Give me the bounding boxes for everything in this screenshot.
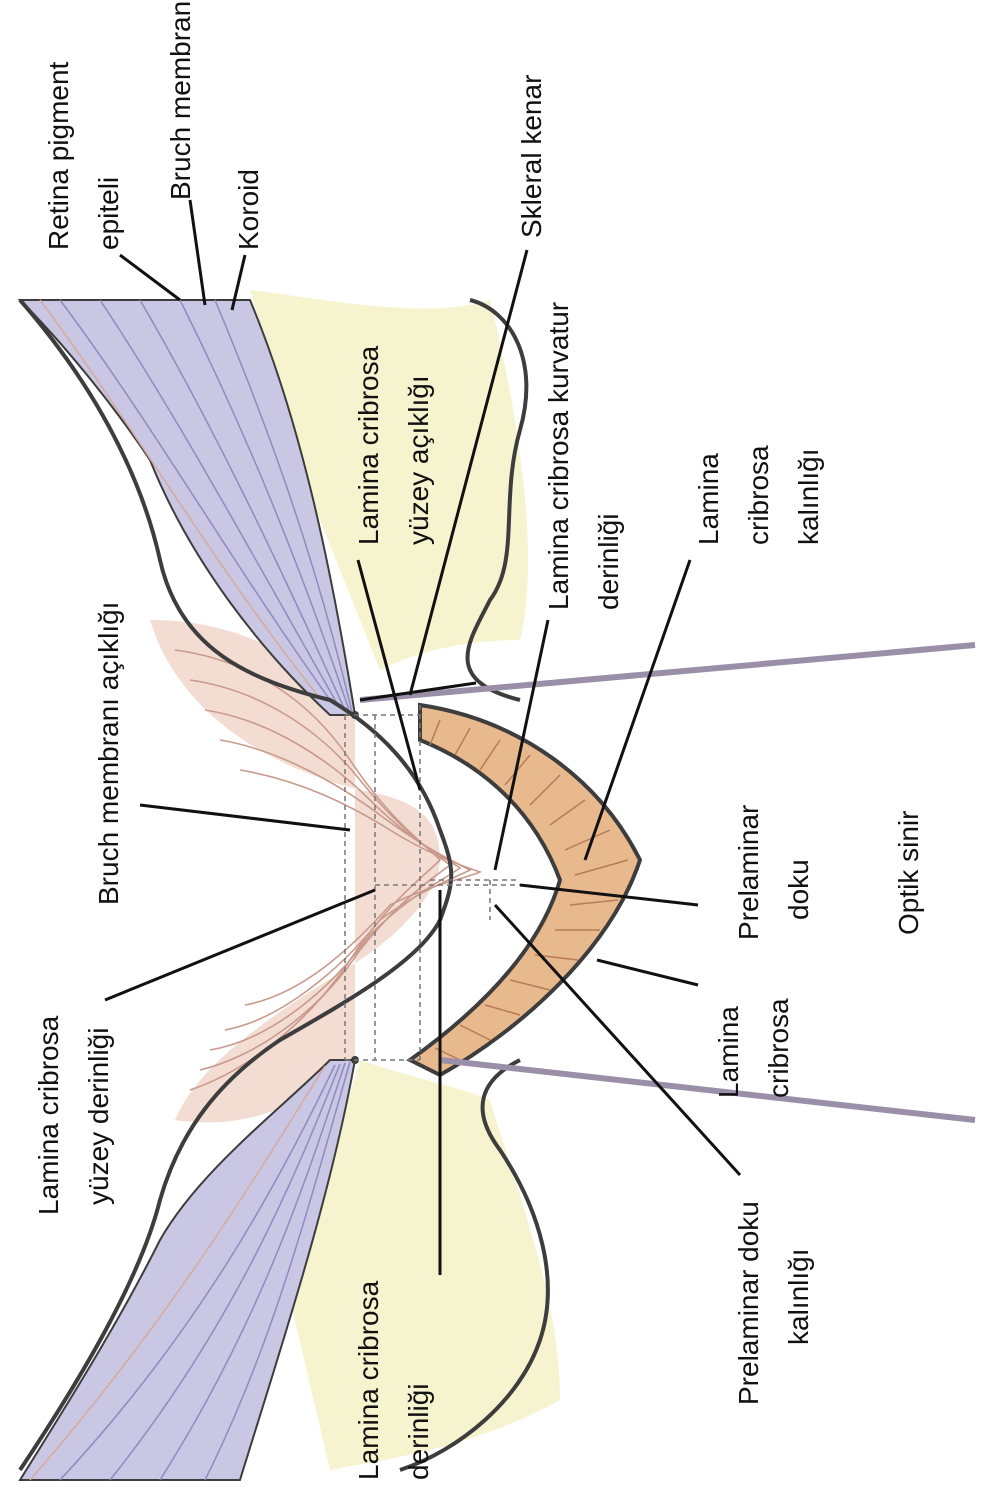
label-lc-kurvatur-2: derinliği xyxy=(593,514,624,611)
leader-lamina-cribrosa xyxy=(597,960,698,985)
label-retina-pigment-2: epiteli xyxy=(93,177,124,250)
label-lc-yuzey-acikligi-2: yüzey açıklığı xyxy=(403,375,434,545)
label-prelaminar-kalinlik-2: kalınlığı xyxy=(783,1249,814,1346)
leader-retina-pigment xyxy=(120,255,180,300)
label-lc-yuzey-derinligi-1: Lamina cribrosa xyxy=(33,1015,64,1215)
label-bruch-membrani: Bruch membranı xyxy=(165,0,196,200)
label-prelaminar-kalinlik-1: Prelaminar doku xyxy=(733,1201,764,1405)
label-lamina-cribrosa-2: cribrosa xyxy=(763,998,794,1098)
sheath-line-upper xyxy=(360,645,975,700)
label-lc-derinligi-1: Lamina cribrosa xyxy=(353,1280,384,1480)
label-skleral-kenar: Skleral kenar xyxy=(516,75,547,238)
label-lc-kalinligi-3: kalınlığı xyxy=(793,449,824,546)
label-retina-pigment-1: Retina pigment xyxy=(43,61,74,250)
label-lc-derinligi-2: derinliği xyxy=(403,1384,434,1481)
label-koroid: Koroid xyxy=(233,169,264,250)
label-prelaminar-doku-1: Prelaminar xyxy=(733,805,764,940)
leader-bruch-acikligi xyxy=(140,805,350,830)
leader-bruch-membrani xyxy=(190,200,205,305)
label-lc-yuzey-acikligi-1: Lamina cribrosa xyxy=(353,345,384,545)
label-bruch-acikligi: Bruch membranı açıklığı xyxy=(93,602,124,905)
label-lamina-cribrosa-1: Lamina xyxy=(713,1006,744,1098)
leader-prelaminar-kalinlik xyxy=(495,905,740,1175)
label-lc-kurvatur-1: Lamina cribrosa kurvatur xyxy=(543,302,574,610)
label-optik-sinir: Optik sinir xyxy=(893,811,924,935)
sheath-line-lower xyxy=(440,1060,975,1120)
label-lc-kalinligi-2: cribrosa xyxy=(743,445,774,545)
illustration xyxy=(20,290,975,1480)
label-prelaminar-doku-2: doku xyxy=(783,859,814,920)
label-lc-yuzey-derinligi-2: yüzey derinliği xyxy=(83,1028,114,1205)
label-lc-kalinligi-1: Lamina xyxy=(693,453,724,545)
retina-band-lower xyxy=(20,1060,355,1480)
